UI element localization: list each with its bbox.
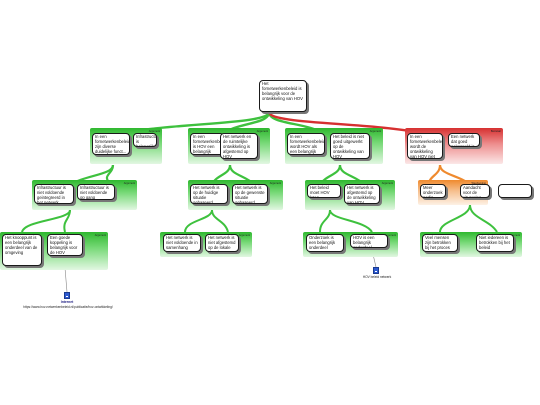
document-attachment-caption: HOV beleid netwerk (362, 275, 392, 279)
link-c2-attachment (64, 267, 68, 293)
node-a2b[interactable]: Het netwerk en de ruimtelijke ontwikkeli… (220, 133, 258, 159)
node-a1[interactable]: In een fornetwerkenbeleid zijn diverse d… (92, 133, 130, 155)
node-text: HOV is een belangrijk onderdeel (353, 235, 375, 248)
node-text: Infrastructuur is niet voldoende op gang… (80, 185, 109, 200)
node-c7[interactable]: Veel mensen zijn betrokken bij het proce… (422, 234, 458, 252)
node-text: Infrastructuur is belangrijk om te berei… (136, 134, 157, 147)
objection-tag: Bezwaar (490, 130, 501, 133)
node-text: In een fornetwerkenbeleid zijn diverse d… (95, 134, 130, 154)
node-text: Aandacht voor de uitvoering (463, 185, 482, 198)
link-b3-c4 (211, 209, 229, 233)
argument-tag: Argument (369, 130, 381, 133)
root-claim-text: Het fornetwerkenbeleid is belangrijk voo… (262, 81, 303, 101)
link-b1-c1 (21, 209, 71, 233)
node-text: Het netwerk is niet afgestemd op de loka… (208, 235, 236, 251)
link-b1-c2 (63, 209, 71, 233)
link-b3-c3 (184, 209, 213, 233)
node-text: Een goede koppeling is belangrijk voor d… (50, 235, 78, 255)
node-a4[interactable]: In een fornetwerkenbeleid wordt de ontwi… (407, 133, 443, 159)
node-text: Het netwerk is op de gewenste situatie g… (235, 185, 265, 204)
argument-tag: Argument (508, 234, 520, 237)
document-attachment-icon[interactable] (373, 267, 379, 274)
node-text: Het netwerk is op de huidige situatie ge… (193, 185, 220, 204)
node-text: Onderzoek is een belangrijk onderdeel (309, 235, 336, 250)
node-c3[interactable]: Het netwerk is niet voldoende in samenha… (163, 234, 201, 252)
node-a4b[interactable]: Een netwerk dat goed gekoppeld is met de… (448, 133, 480, 147)
node-text: Niet iedereen is betrokken bij het belei… (479, 235, 510, 250)
node-empty[interactable] (498, 184, 532, 198)
node-b7[interactable]: Meer onderzoek nodig (420, 184, 446, 198)
root-claim-node[interactable]: Het fornetwerkenbeleid is belangrijk voo… (259, 80, 307, 112)
node-text: Het netwerk is afgestemd op de ontwikkel… (347, 185, 376, 204)
node-text: Een netwerk dat goed gekoppeld is met de… (451, 134, 475, 147)
argument-tag: Argument (123, 182, 135, 185)
node-b6[interactable]: Het netwerk is afgestemd op de ontwikkel… (344, 184, 380, 204)
node-a2[interactable]: In een fornetwerkenbeleid is HOV een bel… (190, 133, 224, 155)
internet-link-url[interactable]: https://www.hov-netwerkenbeleid.nl/publi… (23, 305, 113, 309)
node-c8[interactable]: Niet iedereen is betrokken bij het belei… (476, 234, 514, 252)
argument-tag: Argument (256, 130, 268, 133)
argument-tag: Argument (238, 234, 250, 237)
node-b8[interactable]: Aandacht voor de uitvoering (460, 184, 490, 198)
node-c1[interactable]: Het knooppunt is een belangrijk onderdee… (2, 234, 42, 266)
node-b5[interactable]: Het beleid moet HOV laten ontwikkelen (307, 184, 341, 198)
node-text: Het beleid moet HOV laten ontwikkelen (310, 185, 330, 198)
internet-link-title: Internet (60, 300, 74, 304)
node-text: Infrastructuur is niet voldoende geinteg… (37, 185, 66, 204)
node-c2[interactable]: Een goede koppeling is belangrijk voor d… (47, 234, 83, 256)
argument-tag: Argument (94, 234, 106, 237)
argument-tag: Argument (384, 234, 396, 237)
node-text: Het beleid is niet goed uitgewerkt op de… (333, 134, 364, 159)
node-text: Het netwerk is niet voldoende in samenha… (166, 235, 198, 250)
node-text: Veel mensen zijn betrokken bij het proce… (425, 235, 451, 250)
argument-tag: Argument (148, 130, 160, 133)
node-b3[interactable]: Het netwerk is op de huidige situatie ge… (190, 184, 228, 204)
node-a3[interactable]: In een fornetwerkenbeleid wordt HOV als … (287, 133, 325, 155)
internet-link-icon[interactable] (64, 292, 70, 299)
argument-tag: Argument (381, 182, 393, 185)
node-text: Het knooppunt is een belangrijk onderdee… (5, 235, 38, 255)
node-b1[interactable]: Infrastructuur is niet voldoende geinteg… (34, 184, 74, 204)
node-text: In een fornetwerkenbeleid wordt HOV als … (290, 134, 325, 154)
link-b8-c8 (469, 204, 498, 233)
link-b5-c5 (319, 209, 331, 233)
node-c5[interactable]: Onderzoek is een belangrijk onderdeel (306, 234, 344, 252)
link-b5-c6 (329, 209, 373, 233)
node-c6[interactable]: HOV is een belangrijk onderdeel (350, 234, 388, 248)
node-c4[interactable]: Het netwerk is niet afgestemd op de loka… (205, 234, 239, 252)
node-text: Het netwerk en de ruimtelijke ontwikkeli… (223, 134, 252, 159)
node-b2[interactable]: Infrastructuur is niet voldoende op gang… (77, 184, 115, 200)
node-text: In een fornetwerkenbeleid wordt de ontwi… (410, 134, 443, 159)
node-a3b[interactable]: Het beleid is niet goed uitgewerkt op de… (330, 133, 370, 159)
link-b8-c7 (439, 204, 471, 233)
node-b4[interactable]: Het netwerk is op de gewenste situatie g… (232, 184, 268, 204)
rebuttal-tag: Weerlegging (471, 182, 486, 185)
argument-tag: Argument (269, 182, 281, 185)
node-text: Meer onderzoek nodig (423, 185, 443, 198)
node-a1b[interactable]: Infrastructuur is belangrijk om te berei… (133, 133, 157, 147)
node-text: In een fornetwerkenbeleid is HOV een bel… (193, 134, 223, 154)
